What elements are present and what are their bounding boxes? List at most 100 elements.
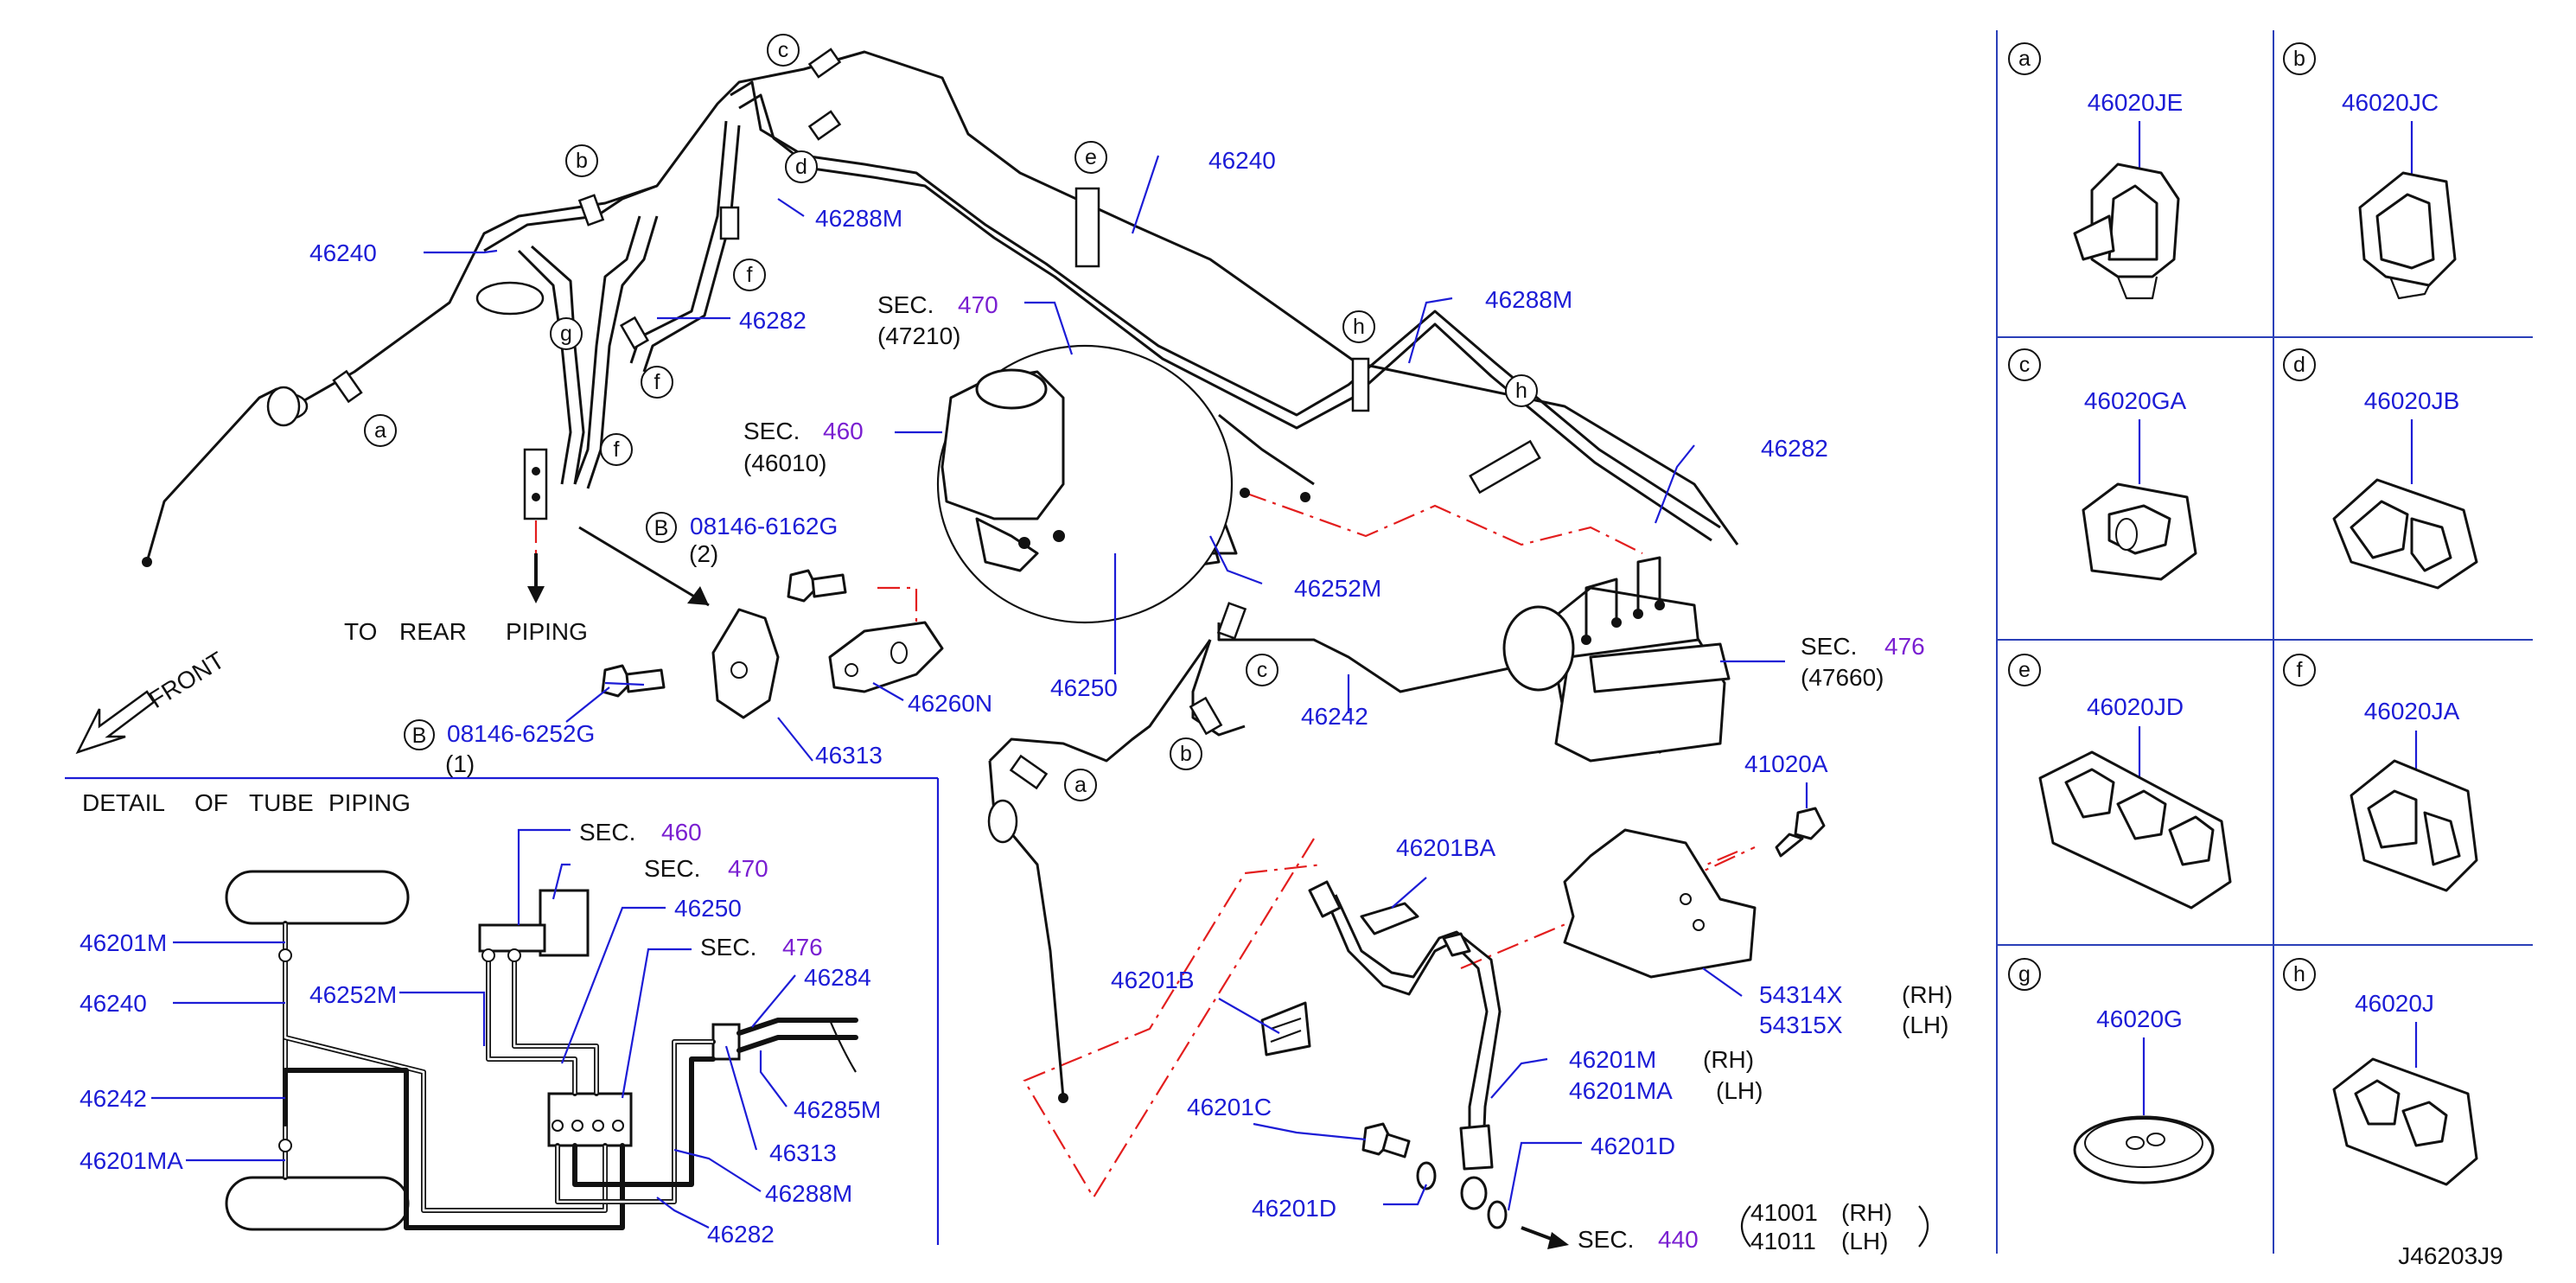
label-46282: 46282: [739, 307, 807, 334]
detail-label-46288M: 46288M: [765, 1180, 852, 1207]
clip-part-number: 46020JC: [2342, 89, 2439, 116]
sec440-num: 440: [1658, 1226, 1699, 1253]
clip-46020G-grommet-icon: [2073, 1115, 2215, 1184]
svg-text:OF: OF: [194, 789, 228, 816]
clip-cell-f[interactable]: f 46020JA: [2283, 654, 2478, 892]
detail-label-46313: 46313: [769, 1139, 837, 1166]
label-46201C: 46201C: [1187, 1094, 1272, 1120]
label-46201D: 46201D: [1252, 1195, 1336, 1222]
label-46260N: 46260N: [908, 690, 992, 717]
hose-bracket-54314X-icon: [1563, 828, 1757, 979]
detail-label-46252M: 46252M: [309, 981, 397, 1008]
clip-letter-h-1: h: [1342, 310, 1375, 343]
bolt-letter: B: [412, 724, 427, 748]
clip-letter-c-2: c: [1246, 654, 1278, 686]
clip-letter-d-1: d: [785, 150, 818, 183]
clip-46201B-icon: [1260, 1001, 1311, 1056]
abs-actuator-icon: [1502, 556, 1731, 763]
front-wheel-icon: [225, 870, 410, 925]
clip-part-number: 46020JB: [2364, 387, 2460, 414]
main-clip-letters: a b c d e f f f g h h c b a: [364, 34, 1538, 801]
clip-letter: b: [2293, 47, 2305, 71]
clip-part-number: 46020J: [2355, 990, 2434, 1017]
clip-letter: g: [2018, 962, 2031, 986]
clip-letter-a-1: a: [364, 414, 397, 447]
clip-46020GA-icon: [2082, 482, 2197, 581]
three-way-joint-icon: [711, 608, 780, 719]
front-label: FRONT: [144, 647, 229, 713]
label-46288M: 46288M: [815, 205, 902, 232]
clip-letter-a-2: a: [1064, 769, 1097, 801]
clip-part-number: 46020G: [2096, 1005, 2183, 1032]
detail-labels: SEC. 460 SEC. 470 46250 SEC. 476 46284 4…: [80, 819, 881, 1248]
svg-text:b: b: [1180, 742, 1192, 766]
label-46288M: 46288M: [1485, 286, 1572, 313]
detail-label-46285M: 46285M: [794, 1096, 881, 1123]
svg-text:c: c: [1257, 658, 1268, 682]
clip-part-number: 46020GA: [2084, 387, 2187, 414]
washers-46201D-icon: [1416, 1161, 1508, 1229]
detail-title: DETAIL OF TUBE PIPING: [82, 789, 411, 816]
detail-label-46201MA: 46201MA: [80, 1147, 183, 1174]
bolt-part-08146-6162G: 08146-6162G: [690, 513, 838, 539]
main-leaders: [424, 155, 1808, 1211]
svg-text:SEC.: SEC.: [644, 855, 700, 882]
label-41020A: 41020A: [1744, 750, 1828, 777]
clip-letter-b-2: b: [1170, 737, 1202, 770]
svg-text:a: a: [1074, 773, 1087, 797]
sec460-num: 460: [823, 418, 864, 444]
sec440-label: SEC.: [1578, 1226, 1634, 1253]
clip-letter: e: [2018, 658, 2031, 682]
clip-letter-h-2: h: [1505, 374, 1538, 407]
sec476-label: SEC.: [1801, 633, 1857, 660]
bolt-part-08146-6252G: 08146-6252G: [447, 720, 595, 747]
joint-icon: [711, 1023, 741, 1061]
svg-text:f: f: [747, 263, 753, 287]
svg-text:(LH): (LH): [1716, 1077, 1763, 1104]
svg-text:(RH): (RH): [1841, 1199, 1892, 1226]
main-tube-runs: [142, 50, 1739, 1103]
bolt-qty: (2): [689, 540, 718, 567]
clip-cell-b[interactable]: b 46020JC: [2283, 42, 2457, 300]
clip-part-number: 46020JE: [2088, 89, 2184, 116]
svg-text:41011: 41011: [1750, 1228, 1816, 1254]
svg-text:SEC.: SEC.: [579, 819, 635, 846]
clip-cell-g[interactable]: g 46020G: [2008, 958, 2215, 1184]
bracket-46260N-icon: [828, 621, 944, 693]
label-46282: 46282: [1761, 435, 1828, 462]
svg-text:g: g: [560, 322, 572, 346]
clip-letter-b-1: b: [565, 144, 598, 177]
clip-letter: a: [2018, 47, 2031, 71]
clip-cell-e[interactable]: e 46020JD: [2008, 654, 2232, 910]
joint-arrow-line: [578, 526, 710, 607]
clip-46020JE-icon: [2073, 163, 2180, 300]
clip-46020JA-icon: [2350, 759, 2478, 892]
svg-text:476: 476: [782, 934, 823, 961]
sec476-sub: (47660): [1801, 664, 1884, 691]
svg-text:h: h: [1353, 315, 1365, 339]
svg-text:(RH): (RH): [1703, 1046, 1754, 1073]
clip-grid: [1996, 30, 2533, 1254]
svg-text:TUBE: TUBE: [249, 789, 314, 816]
clip-46020JD-icon: [2038, 750, 2232, 910]
clip-cell-a[interactable]: a 46020JE: [2008, 42, 2184, 300]
svg-text:PIPING: PIPING: [328, 789, 411, 816]
detail-schematic: [151, 828, 858, 1231]
svg-text:f: f: [654, 370, 660, 394]
sec470-sub: (47210): [877, 322, 961, 349]
clip-letter-f-2: f: [641, 366, 673, 399]
master-cylinder-icon: [539, 889, 590, 957]
front-arrow-icon: [75, 690, 156, 755]
svg-text:(RH): (RH): [1902, 981, 1953, 1008]
detail-label-46240: 46240: [80, 990, 147, 1017]
label-46201M: 46201M: [1569, 1046, 1656, 1073]
bolt-qty: (1): [445, 750, 475, 777]
clip-cell-d[interactable]: d 46020JB: [2283, 348, 2478, 590]
brake-booster-icon: [936, 344, 1234, 624]
clip-cell-c[interactable]: c 46020GA: [2008, 348, 2197, 581]
clip-letter-f-1: f: [733, 259, 766, 291]
clip-cell-h[interactable]: h 46020J: [2283, 958, 2478, 1186]
svg-text:e: e: [1085, 145, 1097, 169]
clip-46201BA-icon: [1360, 902, 1419, 935]
detail-label-46284: 46284: [804, 964, 871, 991]
